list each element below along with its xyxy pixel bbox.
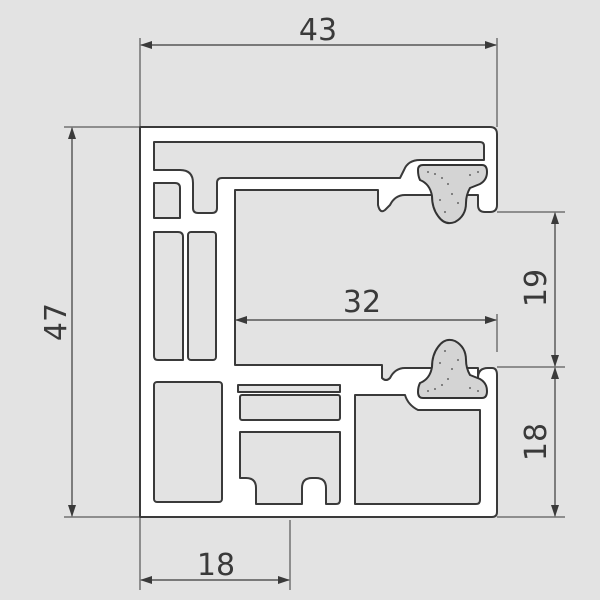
bottom-left-cavity [153, 381, 223, 503]
dimension-right-upper: 19 [497, 211, 565, 368]
lower-gasket-dots [427, 350, 479, 392]
dimension-label-32: 32 [343, 285, 381, 320]
dimension-bottom-width: 18 [139, 517, 291, 590]
left-tall-cavity [187, 231, 217, 361]
frame-profile [139, 126, 498, 518]
right-lower-cavity [354, 394, 481, 505]
left-upper-cavity [153, 182, 181, 219]
dimension-right-lower: 18 [497, 367, 565, 518]
screw-channel [237, 384, 341, 393]
middle-slot [239, 394, 341, 421]
dimension-label-43: 43 [299, 13, 337, 48]
top-channel [153, 141, 485, 214]
dimension-label-19: 19 [519, 269, 554, 307]
dimension-overall-height: 47 [39, 126, 140, 518]
dimension-top-width: 43 [139, 13, 498, 127]
dimension-label-18-right: 18 [519, 423, 554, 461]
dimension-label-18-bottom: 18 [197, 548, 235, 583]
dimension-label-47: 47 [39, 303, 74, 341]
dimension-inner-width: 32 [235, 285, 498, 352]
left-middle-cavity [153, 231, 184, 361]
middle-bottom-cavity [239, 431, 341, 505]
upper-gasket-dots [427, 171, 479, 213]
